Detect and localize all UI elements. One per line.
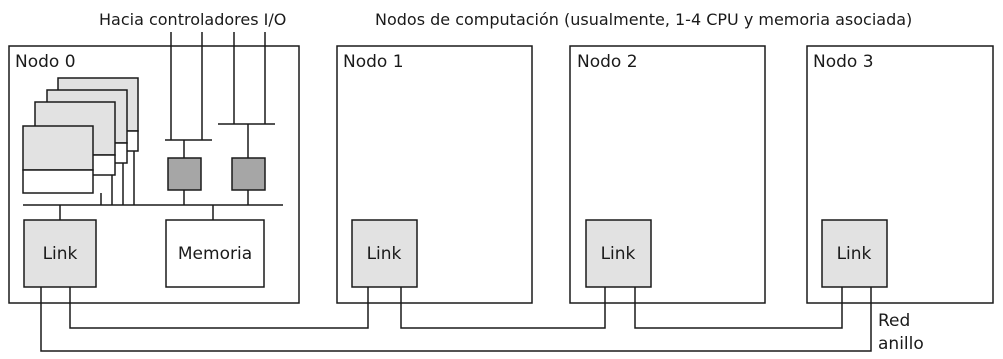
io-controller-stubs: [183, 124, 249, 158]
ring-link-0-1: [69, 287, 369, 329]
compute-nodes-label: Nodos de computación (usualmente, 1-4 CP…: [375, 10, 912, 29]
io-chip-bus-stubs: [183, 190, 249, 205]
memory-box: [165, 219, 265, 288]
io-lines: [170, 32, 266, 140]
ring-return-link: [40, 287, 872, 352]
cpu-stack: [22, 77, 139, 194]
ring-label-line1: Red: [878, 311, 910, 331]
bus-drops: [59, 205, 214, 220]
node-1-link-box: [351, 219, 418, 288]
node-3-title: Nodo 3: [813, 52, 874, 72]
ring-link-1-2: [400, 287, 606, 329]
node-0-link-label: Link: [43, 244, 78, 264]
io-controller-chip: [167, 157, 202, 191]
ring-label-line2: anillo: [878, 334, 924, 354]
io-bus-bars: [165, 123, 275, 141]
node-0-title: Nodo 0: [15, 52, 76, 72]
node-1-link-label: Link: [367, 244, 402, 264]
io-controllers-label: Hacia controladores I/O: [99, 10, 286, 29]
node-3-link-box: [821, 219, 888, 288]
io-controller-chip: [231, 157, 266, 191]
node-2-link-label: Link: [601, 244, 636, 264]
cpu-bus-connectors: [100, 151, 135, 205]
node-2-link-box: [585, 219, 652, 288]
node-0-link-box: [23, 219, 97, 288]
node-2-title: Nodo 2: [577, 52, 638, 72]
node-3-link-label: Link: [837, 244, 872, 264]
ring-link-2-3: [634, 287, 843, 329]
node-1-title: Nodo 1: [343, 52, 404, 72]
cpu-card: [22, 125, 94, 194]
memory-label: Memoria: [178, 244, 252, 264]
